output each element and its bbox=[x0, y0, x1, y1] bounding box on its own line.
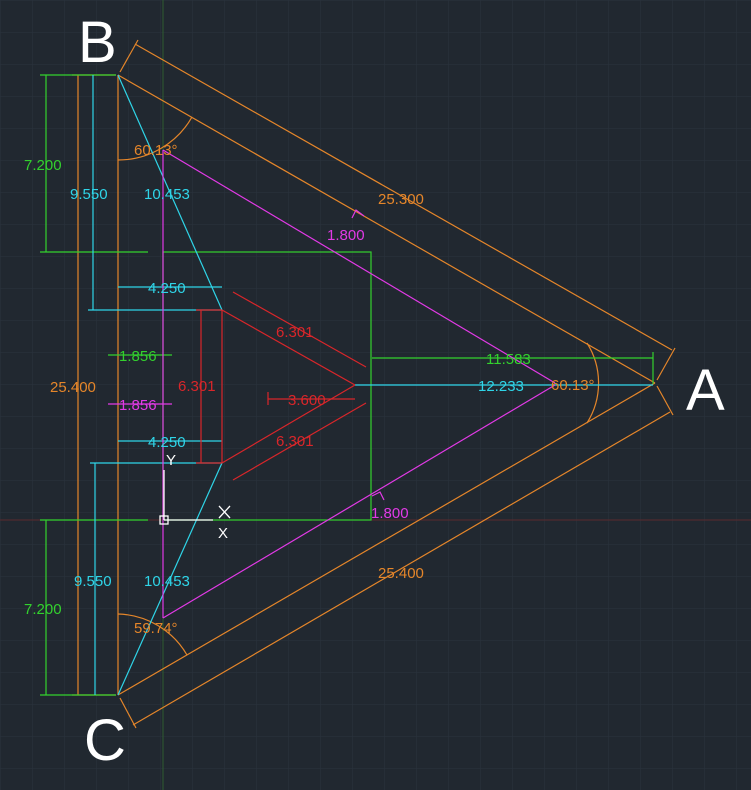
red-top-edge bbox=[221, 309, 356, 386]
ucs-x-cross bbox=[218, 505, 231, 519]
dim-text-inner-top: 6.301 bbox=[276, 324, 314, 341]
inner-bottom-edge bbox=[162, 384, 556, 619]
dim-text-left-top-inner: 9.550 bbox=[70, 186, 108, 203]
dim-line-ac bbox=[132, 411, 671, 726]
dim-line-inner-bottom bbox=[232, 402, 367, 481]
ucs-origin-box bbox=[159, 515, 169, 525]
angle-arc-b bbox=[117, 116, 193, 161]
dim-text-side-ac: 25.400 bbox=[378, 565, 424, 582]
red-bottom-edge bbox=[221, 384, 356, 464]
dim-text-green-to-a: 11.583 bbox=[486, 351, 531, 368]
dim-text-top-diag: 10.453 bbox=[144, 186, 190, 203]
ext-line-ac-c bbox=[119, 697, 137, 729]
angle-arc-c bbox=[117, 613, 188, 656]
ext-line-ab-a bbox=[656, 347, 676, 381]
ucs-y-label: Y bbox=[166, 452, 176, 469]
dim-text-left-total: 25.400 bbox=[50, 379, 96, 396]
dim-text-wall-bottom: 1.800 bbox=[371, 505, 409, 522]
ucs-x-label: X bbox=[218, 525, 228, 542]
dim-text-wall-top: 1.800 bbox=[327, 227, 365, 244]
inner-top-edge bbox=[162, 149, 556, 384]
vertex-label-a: A bbox=[686, 358, 725, 423]
side-ab-line bbox=[117, 74, 656, 384]
dim-line-ab bbox=[134, 43, 673, 351]
angle-arc-a bbox=[586, 342, 600, 424]
dim-text-inner-center: 3.600 bbox=[288, 392, 326, 409]
angle-text-a: 60.13° bbox=[551, 377, 595, 394]
ext-line-ac-a bbox=[656, 385, 674, 416]
diag-bottom-line bbox=[117, 462, 223, 696]
dim-text-top-horiz: 4.250 bbox=[148, 280, 186, 297]
dim-text-left-top-offset: 7.200 bbox=[24, 157, 62, 174]
dim-text-bottom-diag: 10.453 bbox=[144, 573, 190, 590]
ucs-icon bbox=[159, 470, 231, 525]
side-ac-line bbox=[117, 382, 656, 696]
dim-text-left-bottom-offset: 7.200 bbox=[24, 601, 62, 618]
dim-text-side-ab: 25.300 bbox=[378, 191, 424, 208]
dim-text-left-bottom-inner: 9.550 bbox=[74, 573, 112, 590]
vertex-label-c: C bbox=[84, 708, 126, 773]
angle-text-c: 59.74° bbox=[134, 620, 178, 637]
magenta-geometry bbox=[108, 149, 556, 619]
dim-line-inner-top bbox=[232, 291, 367, 368]
ext-line-ab-b bbox=[119, 39, 139, 73]
cyan-geometry bbox=[88, 74, 653, 696]
angle-text-b: 60.13° bbox=[134, 142, 178, 159]
dim-text-inner-bottom: 6.301 bbox=[276, 433, 314, 450]
dim-text-inner-left: 6.301 bbox=[178, 378, 216, 395]
vertex-label-b: B bbox=[78, 10, 117, 75]
diag-top-line bbox=[117, 74, 223, 311]
red-geometry bbox=[196, 291, 367, 481]
dim-text-small-lower: 1.856 bbox=[119, 397, 157, 414]
dim-text-small-upper: 1.856 bbox=[119, 348, 157, 365]
dim-text-center-to-a: 12.233 bbox=[478, 378, 524, 395]
wall-top-marker bbox=[351, 209, 365, 219]
dim-text-bottom-horiz: 4.250 bbox=[148, 434, 186, 451]
wall-bottom-marker bbox=[371, 491, 385, 501]
